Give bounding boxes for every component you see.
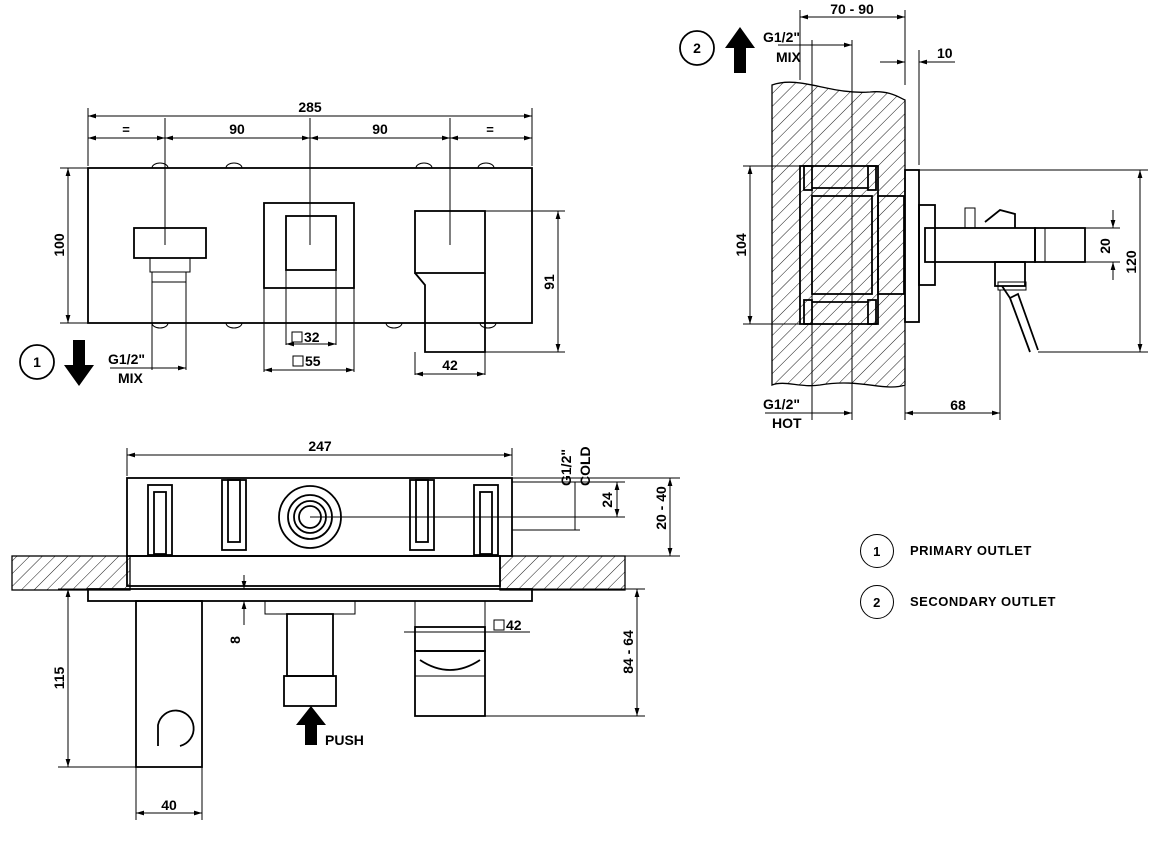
dim-247: 247: [308, 438, 332, 454]
dim-120: 120: [1123, 250, 1139, 274]
dim-55: 55: [305, 353, 321, 369]
shower-holder: [135, 600, 203, 768]
dim-91: 91: [541, 274, 557, 290]
dim-115: 115: [51, 666, 67, 689]
dim-70-90: 70 - 90: [830, 1, 874, 17]
side-mix-label: MIX: [776, 49, 802, 65]
spout-bottom: [414, 650, 486, 717]
dim-8: 8: [227, 636, 243, 644]
dim-100: 100: [51, 233, 67, 257]
push-label: PUSH: [325, 732, 364, 748]
dim-84-64: 84 - 64: [620, 630, 636, 674]
svg-text:1: 1: [33, 354, 41, 370]
dim-left-equal: =: [122, 122, 130, 137]
push-arrow-icon: [296, 706, 326, 745]
dim-285: 285: [298, 99, 322, 115]
legend-secondary-marker: 2: [860, 585, 894, 619]
dim-20: 20: [1097, 238, 1113, 254]
secondary-outlet-callout: [679, 30, 715, 66]
valve-square-outer: [263, 202, 355, 289]
shower-knob: [133, 227, 207, 259]
front-view: 285 = 90 90 = 100 91 32 55 42 G1/2" MIX: [19, 99, 565, 386]
legend-secondary-label: SECONDARY OUTLET: [910, 594, 1056, 609]
legend-primary-marker: 1: [860, 534, 894, 568]
dim-68: 68: [950, 397, 966, 413]
dim-24: 24: [599, 492, 615, 508]
svg-text:2: 2: [693, 40, 701, 56]
side-hot-label: HOT: [772, 415, 802, 431]
dim-90-right: 90: [372, 121, 388, 137]
dim-40: 40: [161, 797, 177, 813]
side-view: 70 - 90 10 G1/2" MIX 2 104 120 20 68: [679, 1, 1148, 431]
dim-10: 10: [937, 45, 953, 61]
side-hot-thread: G1/2": [763, 396, 800, 412]
primary-outlet-callout: [19, 344, 55, 380]
dim-42: 42: [442, 357, 458, 373]
front-mix-label: MIX: [118, 370, 144, 386]
dim-square-42: 42: [506, 617, 522, 633]
dim-32: 32: [304, 329, 320, 345]
valve-square-inner: [285, 215, 337, 271]
dim-20-40: 20 - 40: [653, 486, 669, 530]
arrow-down-icon: [64, 340, 94, 386]
dim-90-left: 90: [229, 121, 245, 137]
cold-thread: G1/2": [558, 449, 574, 486]
arrow-up-icon: [725, 27, 755, 73]
dim-104: 104: [733, 233, 749, 257]
dim-right-equal: =: [486, 122, 494, 137]
side-mix-thread: G1/2": [763, 29, 800, 45]
legend-primary-label: PRIMARY OUTLET: [910, 543, 1032, 558]
front-mix-thread: G1/2": [108, 351, 145, 367]
cold-label: COLD: [577, 446, 593, 486]
bottom-view: 247 G1/2" COLD 24 20 - 40 84 - 64 42 8: [11, 438, 680, 820]
